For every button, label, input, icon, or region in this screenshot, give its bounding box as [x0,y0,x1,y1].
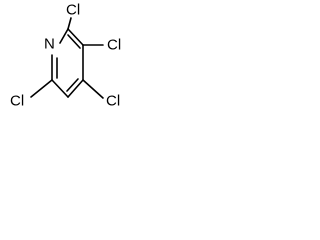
bond-c2-c3-double [67,34,81,49]
atom-cl4-label: Cl [106,93,120,110]
bond-c5-c6 [51,79,69,98]
bond-c2-cl [67,17,72,30]
bond-c4-c5 [67,79,84,98]
atom-labels: N Cl Cl Cl Cl [10,2,121,110]
ring-bonds [51,28,84,98]
bond-n1-c2 [59,28,69,44]
bond-c6-cl [30,79,53,98]
substituent-bonds [30,17,104,99]
bond-c2-c3 [67,28,84,46]
atom-cl6-label: Cl [10,93,24,110]
atom-n1-label: N [44,36,55,53]
atom-cl2-label: Cl [66,2,80,19]
atom-cl3-label: Cl [107,37,121,54]
bond-c4-cl [82,79,104,99]
pyridine-structure-diagram: N Cl Cl Cl Cl [10,2,121,110]
bond-c4-c5-double [66,78,79,92]
